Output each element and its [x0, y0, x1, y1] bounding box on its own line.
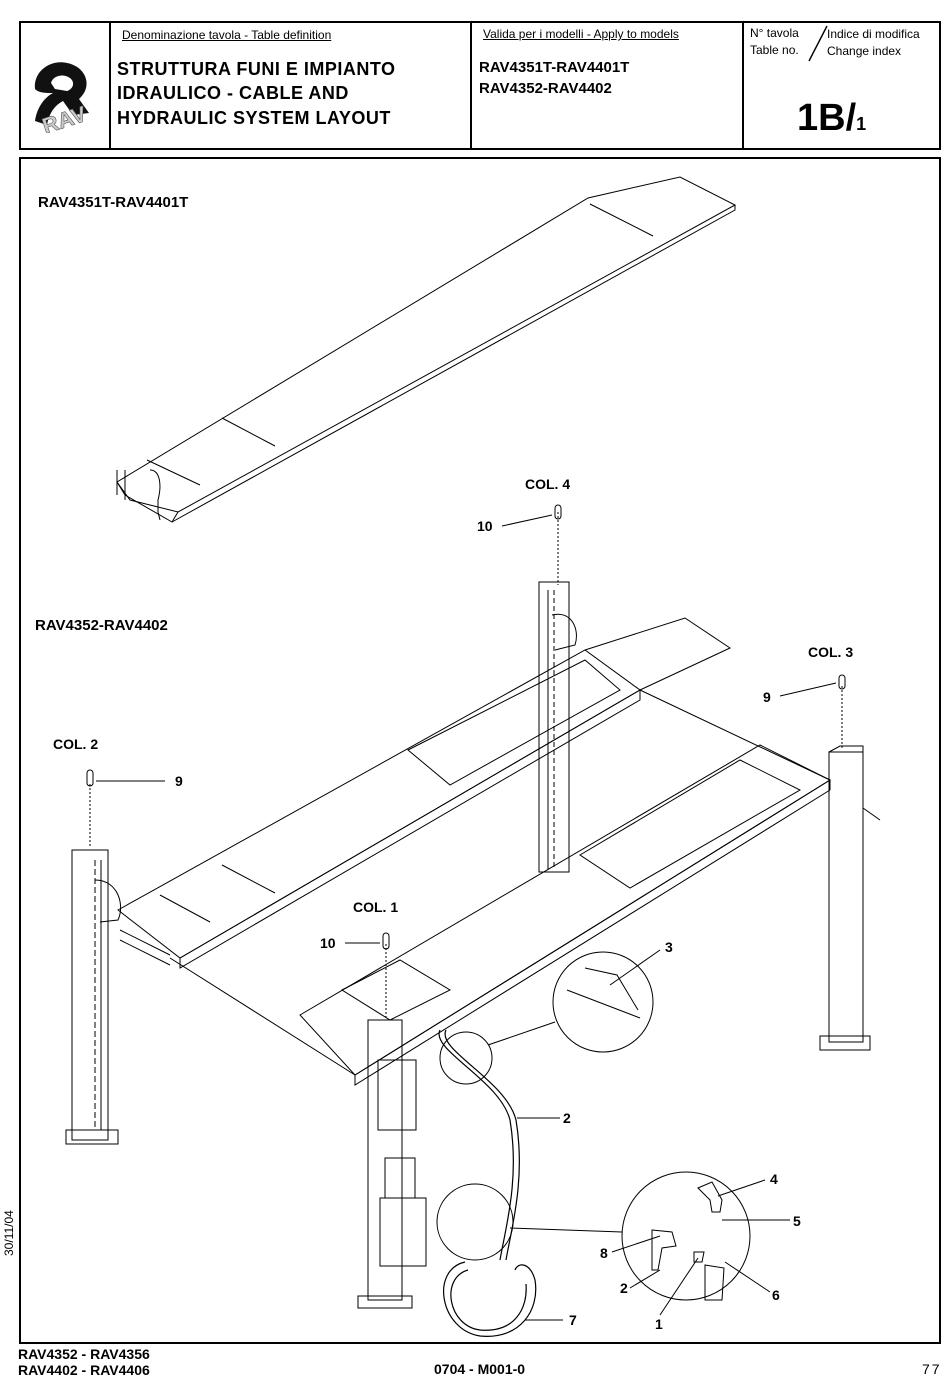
callout-4: 4	[770, 1171, 778, 1187]
table-no-it: N° tavola	[750, 26, 799, 40]
divider	[109, 23, 111, 148]
callout-3: 3	[665, 939, 673, 955]
models-line-1: RAV4351T-RAV4401T	[479, 59, 630, 76]
slash-divider	[808, 25, 828, 62]
column-3-label: COL. 3	[808, 644, 854, 660]
callout-9-col3: 9	[763, 689, 771, 705]
title-block: RAV Denominazione tavola - Table definit…	[19, 21, 941, 150]
divider	[742, 23, 744, 148]
models-line-2: RAV4352-RAV4402	[479, 80, 612, 97]
callout-1: 1	[655, 1316, 663, 1332]
callout-2-detail: 2	[620, 1280, 628, 1296]
drawing-frame	[19, 157, 941, 1344]
models-label: Valida per i modelli - Apply to models	[483, 27, 679, 41]
platform-top	[116, 176, 737, 523]
hydraulic-hose	[438, 1029, 537, 1337]
title-line-3: HYDRAULIC SYSTEM LAYOUT	[117, 108, 391, 128]
column-1-label: COL. 1	[353, 899, 399, 915]
footer-models-1: RAV4352 - RAV4356	[18, 1346, 150, 1362]
callout-10-col1: 10	[320, 935, 336, 951]
platform-lower	[117, 617, 832, 1086]
change-index-en: Change index	[827, 44, 902, 58]
detail-circle-small	[439, 1031, 493, 1085]
rav-logo: RAV	[29, 53, 101, 139]
table-number: 1B/1	[797, 97, 867, 139]
doc-code: 0704 - M001-0	[434, 1361, 526, 1377]
table-definition-label: Denominazione tavola - Table definition	[122, 28, 332, 42]
callout-2-hose: 2	[563, 1110, 571, 1126]
fittings-detail	[651, 1181, 725, 1301]
column-1	[357, 932, 427, 1309]
divider	[470, 23, 472, 148]
callout-6: 6	[772, 1287, 780, 1303]
callout-5: 5	[793, 1213, 801, 1229]
detail-circle-3	[552, 951, 654, 1053]
column-2	[65, 769, 122, 1145]
detail-circle-left	[436, 1183, 514, 1261]
model-label-top: RAV4351T-RAV4401T	[38, 194, 189, 211]
model-label-bottom: RAV4352-RAV4402	[35, 617, 168, 634]
footer-models-2: RAV4402 - RAV4406	[18, 1362, 150, 1378]
column-4	[538, 504, 577, 873]
column-2-label: COL. 2	[53, 736, 99, 752]
table-no-en: Table no.	[750, 43, 799, 57]
column-4-label: COL. 4	[525, 476, 571, 492]
callout-9-col2: 9	[175, 773, 183, 789]
leader-lines	[96, 514, 837, 1321]
change-index-it: Indice di modifica	[827, 27, 920, 41]
detail-circle-right	[621, 1171, 751, 1301]
title-line-1: STRUTTURA FUNI E IMPIANTO	[117, 59, 396, 79]
title-line-2: IDRAULICO - CABLE AND	[117, 83, 349, 103]
page-number: 77	[922, 1361, 942, 1377]
callout-10-col4: 10	[477, 518, 493, 534]
callout-8: 8	[600, 1245, 608, 1261]
callout-7: 7	[569, 1312, 577, 1328]
column-3	[819, 674, 881, 1051]
side-date: 30/11/04	[2, 1210, 16, 1256]
